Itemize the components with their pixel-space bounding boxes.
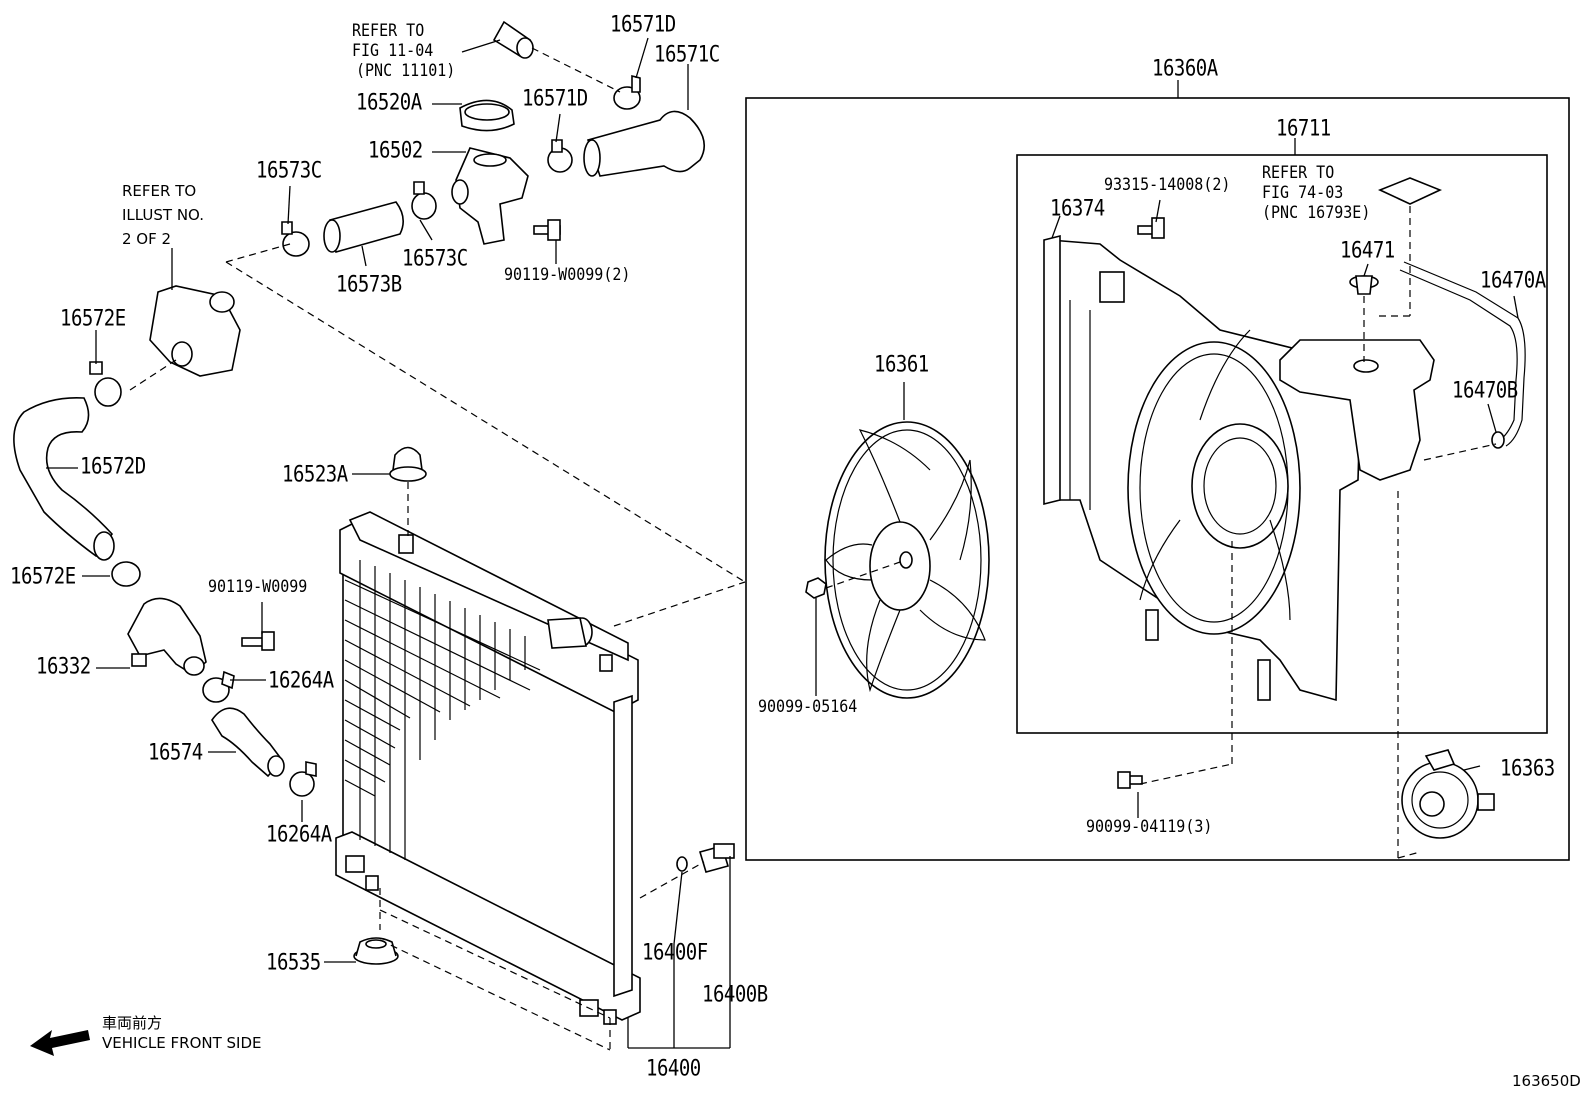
part-label-16400[interactable]: 16400 <box>646 1055 701 1081</box>
vehicle-front-side-en: VEHICLE FRONT SIDE <box>102 1034 262 1052</box>
shroud-subassembly-box <box>1016 154 1548 734</box>
part-label-16470A[interactable]: 16470A <box>1480 267 1546 293</box>
hose-16573B[interactable] <box>323 201 404 254</box>
part-label-16332[interactable]: 16332 <box>36 653 91 679</box>
diagram-id: 163650D <box>1512 1072 1581 1090</box>
label-plate <box>1377 177 1443 205</box>
part-label-16571C[interactable]: 16571C <box>654 41 720 67</box>
part-label-90099-04119-3[interactable]: 90099-04119(3) <box>1086 815 1213 837</box>
part-label-16573B[interactable]: 16573B <box>336 271 402 297</box>
radiator[interactable] <box>335 511 641 1025</box>
vehicle-front-side-jp: 車両前方 <box>102 1014 163 1032</box>
part-label-16361[interactable]: 16361 <box>874 351 929 377</box>
bolt-90119-W0099-top[interactable] <box>533 219 561 241</box>
part-label-16571D[interactable]: 16571D <box>522 85 588 111</box>
hose-clamp-16572E-bottom[interactable] <box>111 561 141 587</box>
refer-fig-11-04-line1: REFER TO <box>352 19 425 41</box>
part-label-16400F[interactable]: 16400F <box>642 939 708 965</box>
refer-fig-11-04-line3: (PNC 11101) <box>356 59 456 81</box>
hose-clamp-16573C-right[interactable] <box>411 181 437 220</box>
fan-motor-16363[interactable] <box>1401 749 1495 839</box>
part-label-16574[interactable]: 16574 <box>148 739 203 765</box>
drain-cock-plug[interactable] <box>698 843 735 873</box>
fan-shroud-16711[interactable] <box>1049 239 1361 702</box>
hose-clamp-16571D-top[interactable] <box>613 74 641 110</box>
part-label-16573C-right[interactable]: 16573C <box>402 245 468 271</box>
part-label-16264A-top[interactable]: 16264A <box>268 667 334 693</box>
part-label-16471[interactable]: 16471 <box>1340 237 1395 263</box>
water-filler-neck[interactable] <box>451 147 529 245</box>
radiator-support-cushion-upper[interactable] <box>389 446 427 482</box>
part-label-90119-W0099-2[interactable]: 90119-W0099(2) <box>504 263 631 285</box>
part-label-16264A-bottom[interactable]: 16264A <box>266 821 332 847</box>
refer-illust-line2: ILLUST NO. <box>122 206 205 224</box>
part-label-16572D[interactable]: 16572D <box>80 453 146 479</box>
part-label-90099-05164[interactable]: 90099-05164 <box>758 695 858 717</box>
part-label-16711[interactable]: 16711 <box>1276 115 1331 141</box>
hose-16574[interactable] <box>211 707 285 778</box>
hose-clamp-16571D[interactable] <box>547 139 573 173</box>
fan-shroud-assembly-box <box>745 97 1570 861</box>
reserve-tank-16470A[interactable] <box>1279 339 1435 481</box>
part-label-16374[interactable]: 16374 <box>1050 195 1105 221</box>
refer-fig-74-03-line1: REFER TO <box>1262 161 1335 183</box>
refer-fig-74-03-line3: (PNC 16793E) <box>1262 201 1371 223</box>
part-label-16571D-top[interactable]: 16571D <box>610 11 676 37</box>
vehicle-front-arrow-icon <box>30 1030 90 1056</box>
hose-clamp-16470B[interactable] <box>1491 431 1505 449</box>
radiator-cap[interactable] <box>459 99 515 132</box>
hose-clamp-16572E-top[interactable] <box>89 361 122 407</box>
cooling-fan-16361[interactable] <box>824 421 990 699</box>
bolt-90119-W0099[interactable] <box>241 631 275 651</box>
nut-90099-05164[interactable] <box>805 577 827 599</box>
reserve-tank-cap-16471[interactable] <box>1349 275 1379 295</box>
water-inlet-housing[interactable] <box>149 285 241 377</box>
part-label-93315-14008-2[interactable]: 93315-14008(2) <box>1104 173 1231 195</box>
part-label-16572E-top[interactable]: 16572E <box>60 305 126 331</box>
part-label-16400B[interactable]: 16400B <box>702 981 768 1007</box>
part-label-16520A[interactable]: 16520A <box>356 89 422 115</box>
radiator-hose-16572D[interactable] <box>13 396 115 561</box>
part-label-16502[interactable]: 16502 <box>368 137 423 163</box>
part-label-16360A[interactable]: 16360A <box>1152 55 1218 81</box>
screw-90099-04119[interactable] <box>1117 771 1143 789</box>
refer-fig-74-03-line2: FIG 74-03 <box>1262 181 1344 203</box>
screw-93315-14008[interactable] <box>1137 217 1165 239</box>
part-label-16363[interactable]: 16363 <box>1500 755 1555 781</box>
part-label-16523A[interactable]: 16523A <box>282 461 348 487</box>
part-label-90119-W0099[interactable]: 90119-W0099 <box>208 575 308 597</box>
part-label-16572E-bottom[interactable]: 16572E <box>10 563 76 589</box>
drain-o-ring[interactable] <box>676 856 688 872</box>
water-outlet-16332[interactable] <box>127 597 207 676</box>
hose-clamp-16264A-top[interactable] <box>202 670 235 703</box>
fan-shroud-bracket-16374[interactable] <box>1043 234 1061 506</box>
refer-illust-line3: 2 OF 2 <box>122 230 172 248</box>
radiator-hose-16571C[interactable] <box>583 110 706 177</box>
reserve-tank-hose[interactable] <box>1399 261 1526 447</box>
refer-hose-stub <box>492 20 534 59</box>
refer-illust-line1: REFER TO <box>122 182 197 200</box>
hose-clamp-16573C-left[interactable] <box>281 221 310 257</box>
hose-clamp-16264A-bottom[interactable] <box>289 761 317 797</box>
refer-fig-11-04-line2: FIG 11-04 <box>352 39 434 61</box>
part-label-16535[interactable]: 16535 <box>266 949 321 975</box>
part-label-16573C-left[interactable]: 16573C <box>256 157 322 183</box>
radiator-support-cushion-lower[interactable] <box>353 937 399 965</box>
part-label-16470B[interactable]: 16470B <box>1452 377 1518 403</box>
